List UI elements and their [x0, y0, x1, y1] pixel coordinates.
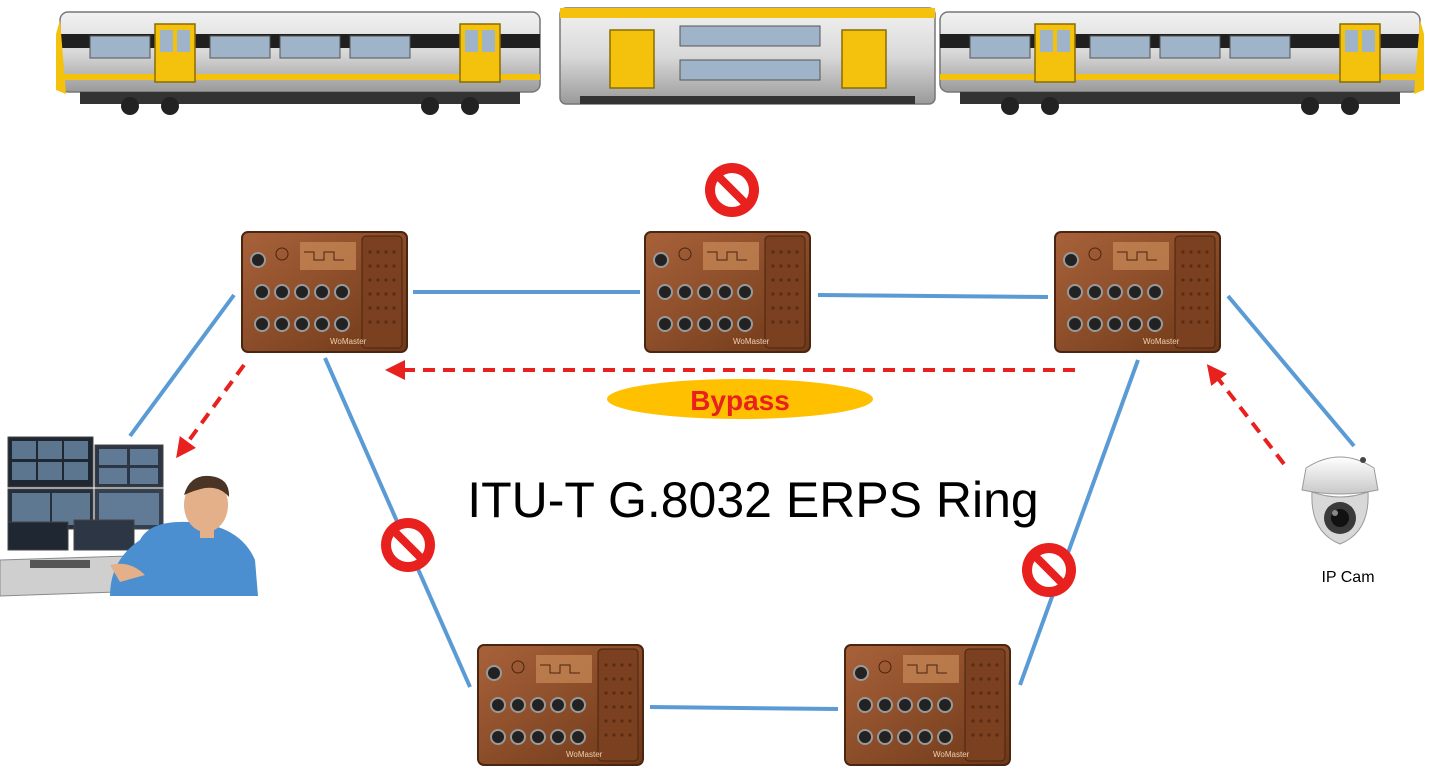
switch-top-right: WoMaster	[1054, 231, 1221, 353]
train-illustration	[56, 7, 1424, 116]
bypass-label: Bypass	[690, 385, 790, 416]
bypass-arrow-switch-to-operator	[176, 363, 246, 459]
switch-top-middle: WoMaster	[644, 231, 811, 353]
train-car-middle	[559, 7, 936, 105]
no-entry-sign-icon-left	[381, 518, 435, 572]
switch-brand-label: WoMaster	[733, 337, 770, 346]
switch-brand-label: WoMaster	[933, 750, 970, 759]
link-top-middle-to-top-right	[817, 293, 1049, 299]
diagram-title: ITU-T G.8032 ERPS Ring	[467, 472, 1039, 528]
dome-camera-icon	[1301, 456, 1379, 545]
switch-top-left: WoMaster	[241, 231, 408, 353]
switch-brand-label: WoMaster	[330, 337, 367, 346]
bypass-path	[176, 360, 1286, 466]
no-entry-sign-icon-top	[705, 163, 759, 217]
bypass-badge: Bypass	[607, 379, 873, 419]
ipcam-label: IP Cam	[1321, 569, 1374, 586]
train-car-right	[939, 11, 1424, 116]
train-car-left	[56, 11, 541, 116]
monitor-wall	[7, 436, 164, 551]
bypass-arrow-camera-to-switch	[1206, 364, 1286, 466]
switch-bottom-left: WoMaster	[477, 644, 644, 766]
operator-person	[110, 475, 258, 596]
link-top-right-to-camera	[1226, 294, 1356, 448]
link-top-left-to-operator	[128, 293, 236, 438]
operator-workstation-icon	[0, 436, 258, 597]
no-entry-sign-icon-right	[1022, 543, 1076, 597]
link-bottom-right-to-top-right	[1018, 359, 1140, 686]
switch-bottom-right: WoMaster	[844, 644, 1011, 766]
link-bottom-left-to-bottom-right	[649, 705, 839, 711]
switch-brand-label: WoMaster	[566, 750, 603, 759]
switch-brand-label: WoMaster	[1143, 337, 1180, 346]
